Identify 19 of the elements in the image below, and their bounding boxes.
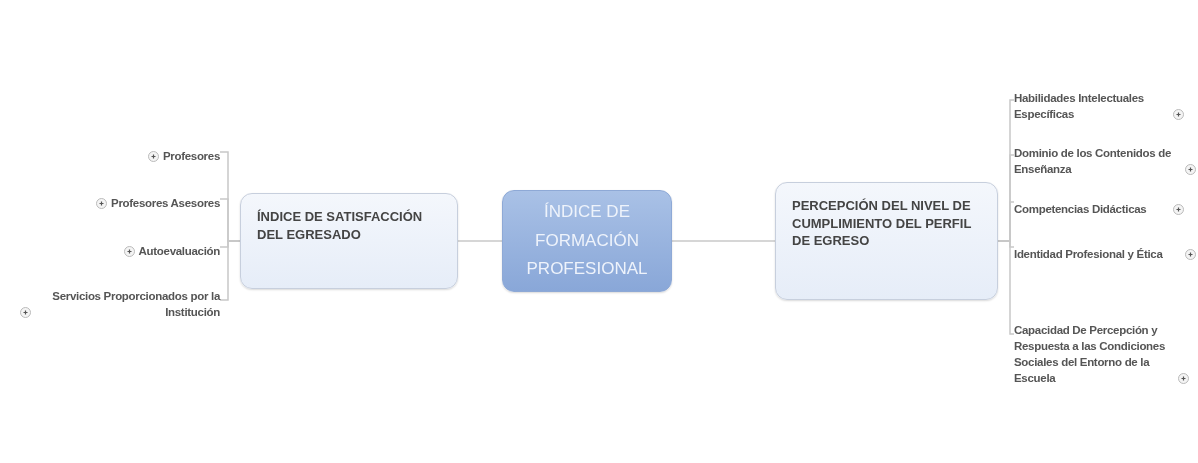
topic-label: Identidad Profesional y Ética: [1014, 246, 1164, 262]
topic-label: Dominio de los Contenidos de Enseñanza: [1014, 145, 1173, 177]
topic-label: Autoevaluación: [138, 243, 220, 259]
topic-label: Capacidad De Percepción y Respuesta a las Condiciones Sociales del Entorno de la Escuela: [1014, 322, 1167, 386]
topic-label: Habilidades Intelectuales Específicas: [1014, 90, 1145, 122]
topic-label: Profesores: [162, 148, 220, 164]
topic-title: ÍNDICE DE FORMACIÓN PROFESIONAL: [525, 200, 649, 281]
topic-label: Servicios Proporcionados por la Institución: [51, 288, 220, 320]
main-topic-box: [775, 182, 998, 300]
connector-line: [671, 240, 776, 242]
connector-line: [219, 240, 241, 301]
topic-label: Profesores Asesores: [111, 195, 220, 211]
main-topic-box: [240, 193, 458, 289]
topic-label: Competencias Didácticas: [1014, 201, 1148, 217]
connector-line: [457, 240, 503, 242]
connector-line: [997, 240, 1015, 335]
central-topic-box: [502, 190, 672, 292]
topic-title: PERCEPCIÓN DEL NIVEL DE CUMPLIMIENTO DEL PERFIL DE EGRESO: [792, 197, 973, 250]
topic-title: ÍNDICE DE SATISFACCIÓN DEL EGRESADO: [257, 208, 424, 244]
